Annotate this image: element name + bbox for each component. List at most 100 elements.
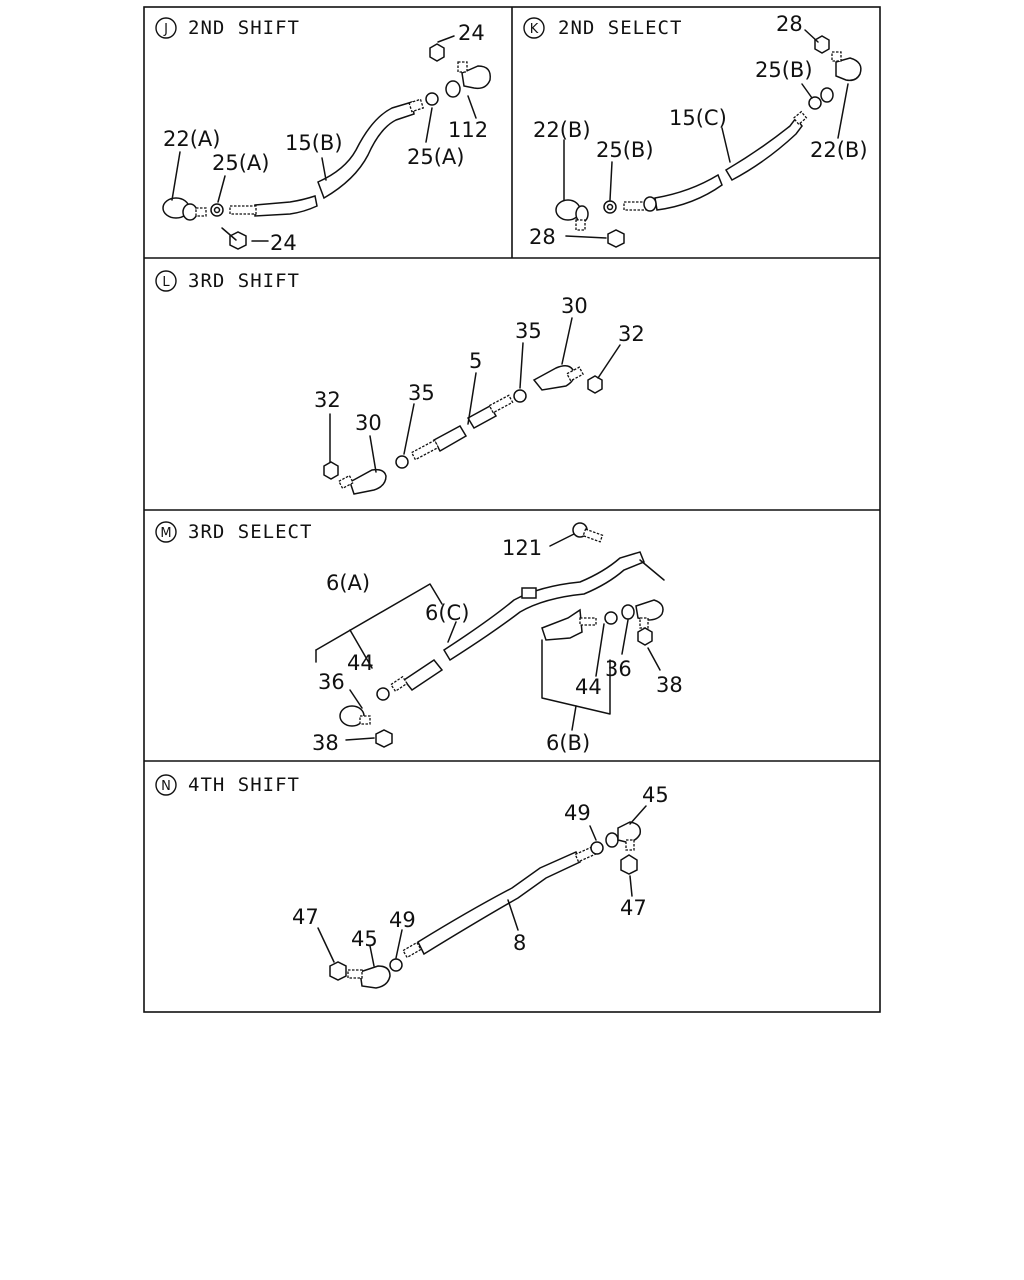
section-header-n: N 4TH SHIFT (155, 774, 300, 796)
ball-joint-stud (347, 969, 363, 979)
nut (329, 961, 347, 981)
callout-25b: 25(B) (596, 138, 654, 162)
rod-end-thread (408, 98, 425, 113)
callout-38: 38 (656, 673, 683, 697)
rod-end-thread (229, 205, 257, 215)
ball-joint-stud (575, 219, 586, 231)
leader-line (837, 83, 849, 139)
section-marker-circle (155, 774, 177, 796)
ball-joint-stud (457, 61, 468, 73)
ball-joint (617, 821, 642, 843)
bracket (541, 608, 583, 641)
rod (724, 116, 803, 181)
section-title: 4TH SHIFT (188, 774, 300, 796)
callout-28: 28 (529, 225, 556, 249)
bushing (820, 87, 834, 103)
panel-k-2nd-select: 28 25(B) 15(C) 22(B) 22(B) 25(B) 28 (529, 12, 868, 249)
leader-line (721, 127, 731, 163)
ball-joint-stud (639, 617, 649, 629)
rod (254, 195, 318, 217)
ball-joint-stud (625, 839, 635, 851)
leader-line (447, 621, 457, 643)
rod (417, 850, 581, 956)
section-letter: J (163, 22, 168, 37)
section-letter: L (162, 275, 170, 290)
callout-121: 121 (502, 536, 542, 560)
leader-line (549, 533, 575, 547)
rod-end-thread (488, 394, 514, 414)
leader-line (804, 29, 819, 43)
nut (587, 375, 603, 394)
leader-line (403, 403, 415, 455)
rod (442, 551, 645, 662)
callout-36: 36 (605, 657, 632, 681)
leader-line (507, 899, 519, 931)
callout-32: 32 (618, 322, 645, 346)
leader-line (621, 619, 629, 655)
section-title: 3RD SELECT (188, 521, 312, 543)
leader-line (589, 825, 597, 841)
callout-36: 36 (318, 670, 345, 694)
bushing (621, 604, 635, 620)
leader-line (561, 317, 573, 365)
nut (814, 35, 830, 54)
callout-49: 49 (389, 908, 416, 932)
diagram-frame (143, 6, 881, 1013)
leader-line (395, 929, 403, 959)
rod (317, 101, 415, 200)
callout-112: 112 (448, 118, 488, 142)
leader-line (437, 35, 455, 43)
callout-25a: 25(A) (407, 145, 464, 169)
washer-hole (213, 206, 221, 214)
callout-6b: 6(B) (546, 731, 590, 755)
callout-47: 47 (620, 896, 647, 920)
callout-8: 8 (513, 931, 526, 955)
leader-line (369, 435, 377, 473)
leader-line (321, 157, 327, 181)
callout-22b: 22(B) (533, 118, 591, 142)
leader-line (639, 559, 665, 581)
leader-line (597, 344, 621, 379)
rod-end-thread (579, 617, 597, 626)
leader-line (467, 372, 477, 425)
leader-line (647, 647, 661, 671)
ball-joint (835, 57, 862, 82)
ball-joint-stud (566, 366, 584, 382)
bolt-thread (582, 528, 604, 543)
rod-end-thread (402, 941, 422, 959)
panel-m-3rd-select: 121 6(A) 6(C) 44 36 38 36 38 44 6(B) (312, 522, 683, 755)
washer-hole (606, 203, 614, 211)
callout-22b: 22(B) (810, 138, 868, 162)
leader-line (425, 107, 433, 143)
section-marker-circle (155, 270, 177, 292)
bushing (605, 832, 619, 848)
callout-32: 32 (314, 388, 341, 412)
section-header-m: M 3RD SELECT (155, 521, 312, 543)
section-title: 2ND SHIFT (188, 17, 300, 39)
ball-joint-stud (359, 715, 371, 725)
callout-15b: 15(B) (285, 131, 343, 155)
section-letter: K (530, 22, 539, 37)
callout-28: 28 (776, 12, 803, 36)
leader-line (629, 875, 633, 897)
leader-line (349, 689, 363, 709)
panel-j-2nd-shift: 24 112 15(B) 25(A) 22(A) 25(A) 24 (162, 21, 491, 255)
rod-end-thread (623, 201, 647, 211)
callout-22a: 22(A) (163, 127, 220, 151)
callout-35: 35 (515, 319, 542, 343)
section-marker-circle (155, 521, 177, 543)
washer (376, 687, 390, 701)
callout-25b: 25(B) (755, 58, 813, 82)
nut (637, 627, 653, 646)
callout-24: 24 (270, 231, 297, 255)
leader-line (217, 175, 226, 203)
section-header-k: K 2ND SELECT (523, 17, 682, 39)
leader-line (171, 151, 181, 201)
bushing (643, 196, 657, 212)
section-letter: M (160, 526, 171, 541)
section-title: 3RD SHIFT (188, 270, 300, 292)
nut (323, 461, 339, 480)
section-title: 2ND SELECT (558, 17, 682, 39)
washer (604, 611, 618, 625)
